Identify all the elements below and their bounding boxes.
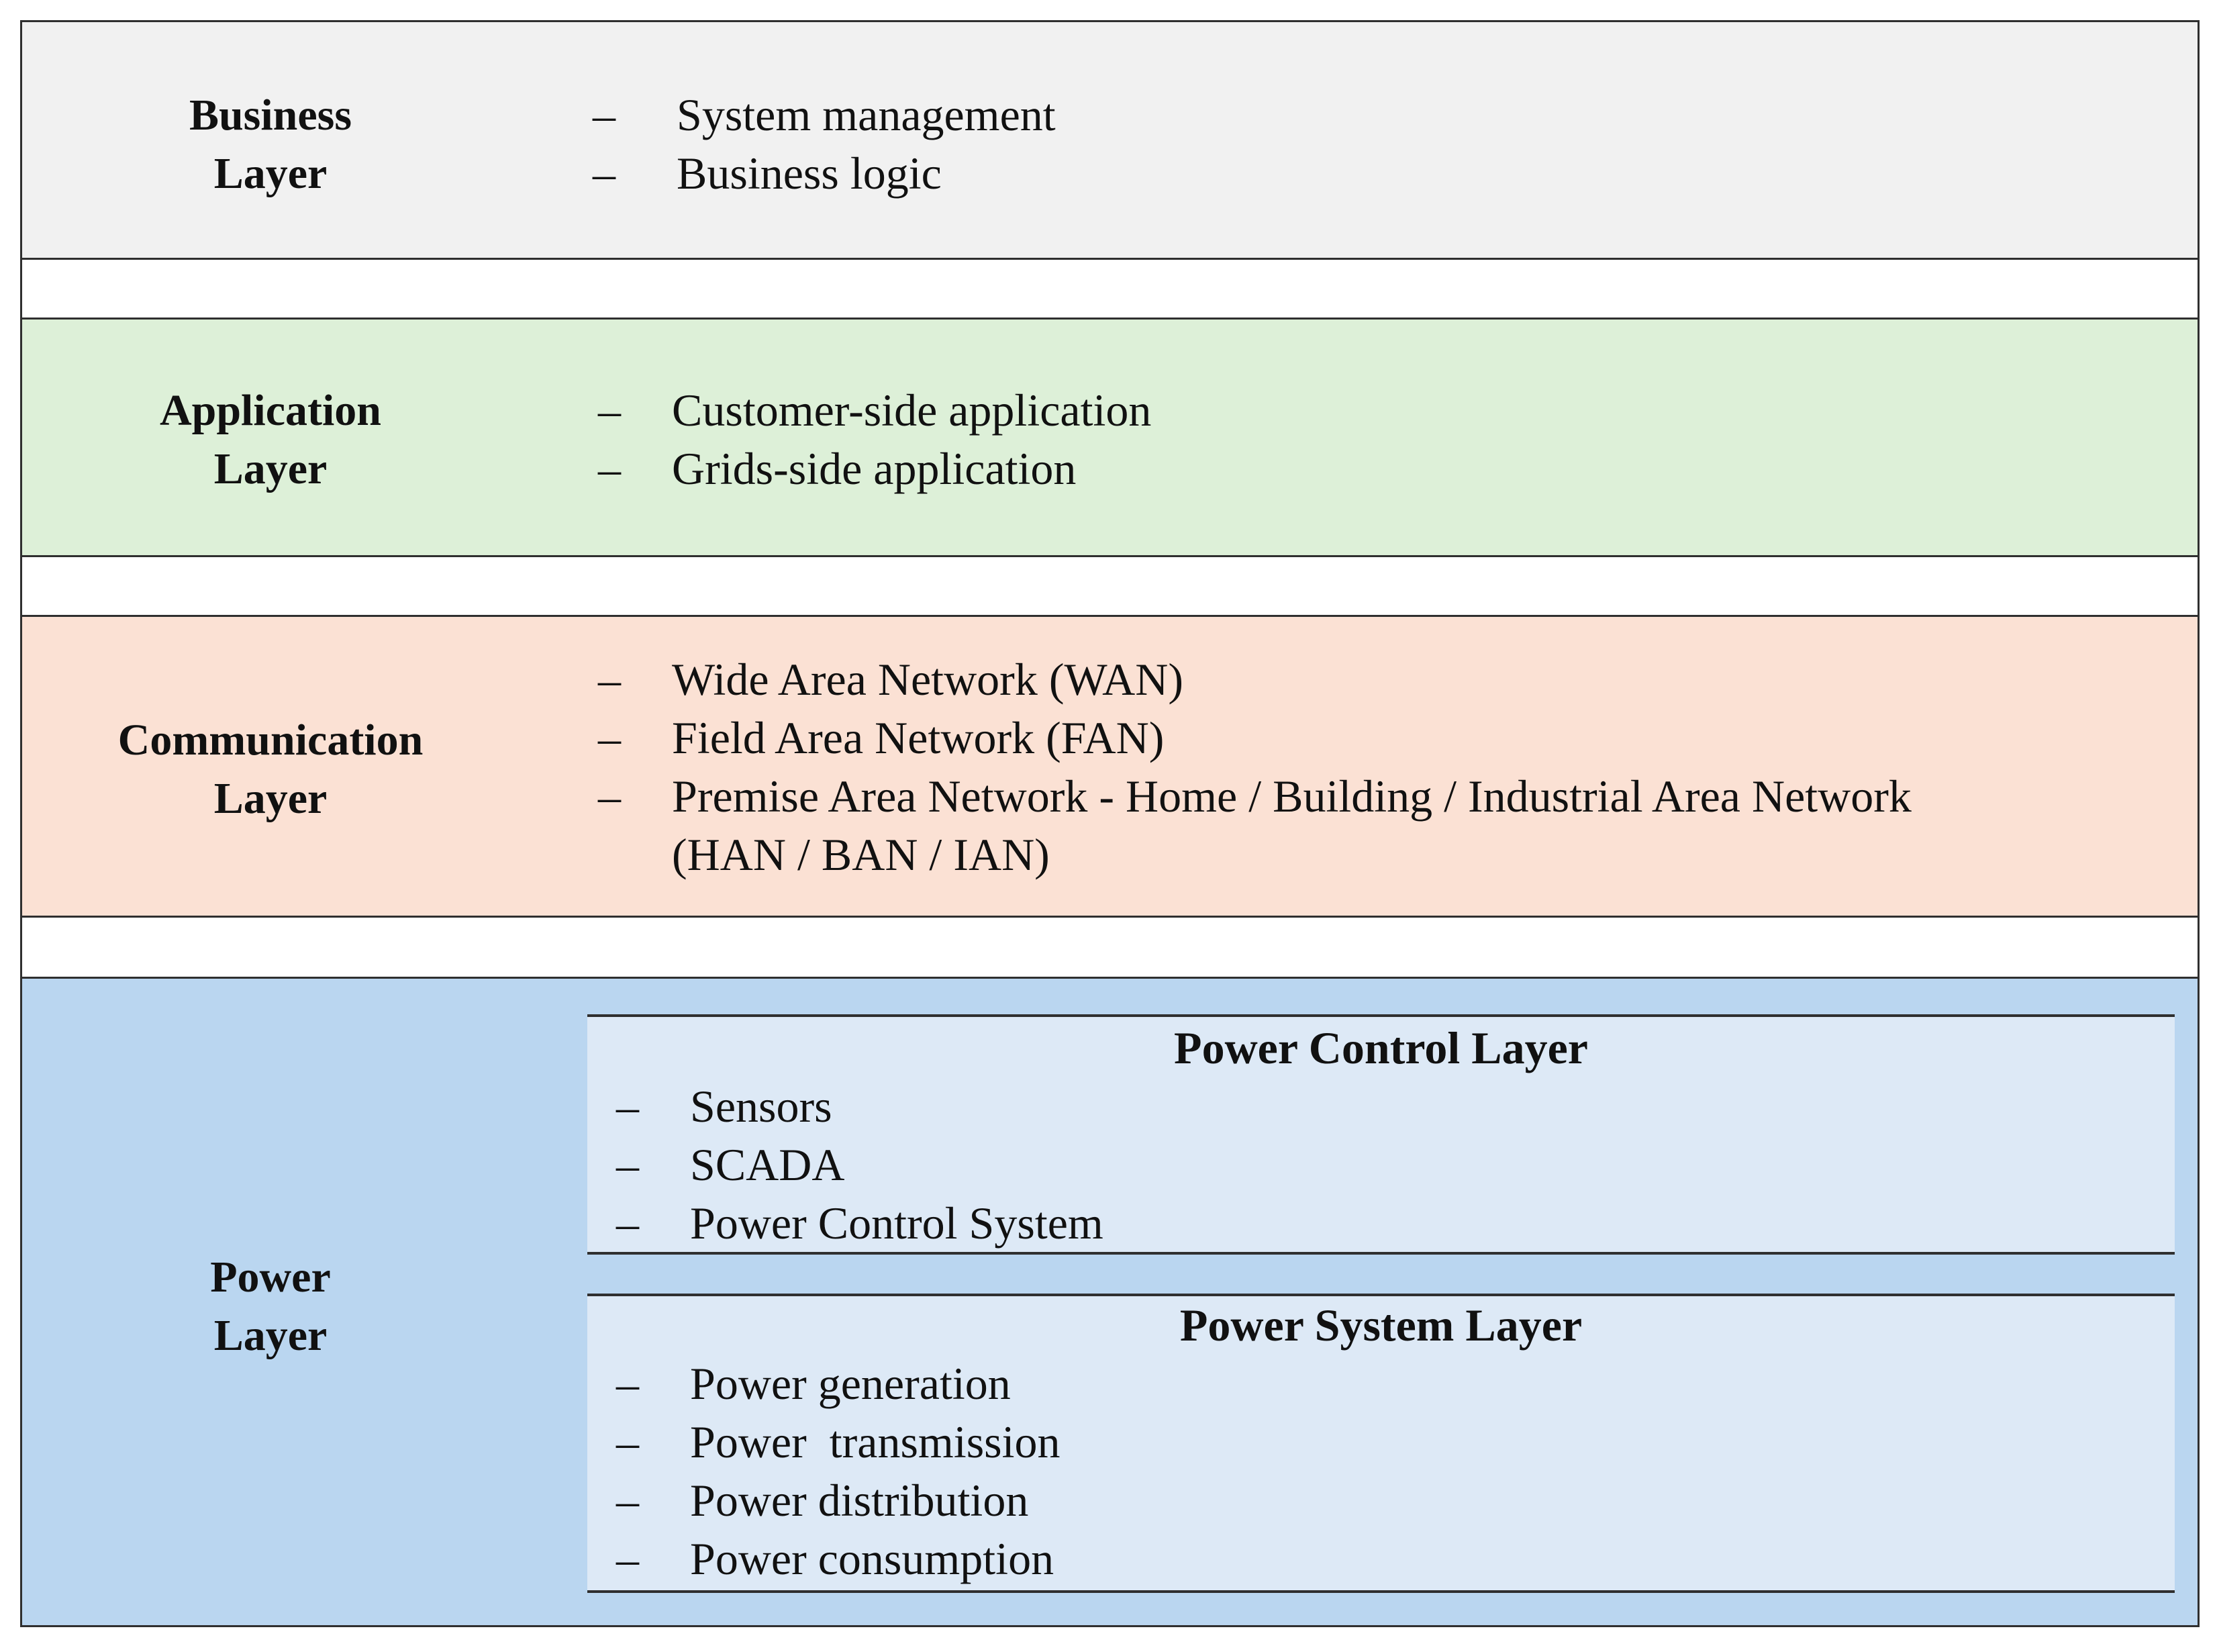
- application-layer-title: Application Layer: [22, 381, 519, 498]
- bullet-dash: –: [598, 654, 621, 705]
- power-layer-band: Power Layer Power Control Layer –Sensors…: [20, 977, 2200, 1627]
- list-item: –Customer-side application: [598, 381, 1151, 440]
- bullet-dash: –: [593, 89, 615, 140]
- list-item: –Grids-side application: [598, 440, 1151, 498]
- business-layer-title: Business Layer: [22, 86, 519, 203]
- power-control-layer-box: Power Control Layer –Sensors –SCADA –Pow…: [587, 1014, 2175, 1255]
- bullet-dash: –: [616, 1081, 639, 1132]
- list-item: –Power transmission: [616, 1413, 1061, 1471]
- list-item-continuation: (HAN / BAN / IAN): [672, 829, 1050, 880]
- bullet-dash: –: [616, 1139, 639, 1190]
- list-item: –SCADA: [616, 1136, 1103, 1194]
- bullet-dash: –: [598, 385, 621, 436]
- bullet-dash: –: [616, 1475, 639, 1526]
- list-item: –Power generation: [616, 1355, 1061, 1413]
- list-item: –Power distribution: [616, 1471, 1061, 1530]
- list-item: –Field Area Network (FAN): [598, 709, 1912, 767]
- bullet-dash: –: [616, 1416, 639, 1467]
- layer-title-line: Layer: [213, 444, 328, 493]
- bullet-dash: –: [616, 1198, 639, 1249]
- bullet-dash: –: [598, 712, 621, 763]
- power-control-layer-items: –Sensors –SCADA –Power Control System: [616, 1077, 1103, 1253]
- power-layer-title: Power Layer: [22, 1248, 519, 1365]
- layer-title-line: Layer: [213, 149, 328, 198]
- bullet-dash: –: [616, 1533, 639, 1584]
- communication-layer-band: Communication Layer –Wide Area Network (…: [20, 615, 2200, 918]
- layer-title-line: Communication: [117, 716, 424, 765]
- layer-title-line: Layer: [213, 774, 328, 823]
- bullet-dash: –: [593, 148, 615, 199]
- power-system-layer-title: Power System Layer: [1179, 1300, 1583, 1351]
- business-layer-items: –System management –Business logic: [593, 86, 1056, 203]
- business-layer-band: Business Layer –System management –Busin…: [20, 20, 2200, 260]
- communication-layer-title: Communication Layer: [22, 711, 519, 828]
- list-item: –Power consumption: [616, 1530, 1061, 1588]
- layer-title-line: Power: [210, 1253, 331, 1302]
- layer-gap: [20, 557, 2200, 615]
- power-control-layer-title: Power Control Layer: [1174, 1022, 1588, 1073]
- layer-gap: [20, 260, 2200, 318]
- list-item: –System management: [593, 86, 1056, 144]
- power-system-layer-items: –Power generation –Power transmission –P…: [616, 1355, 1061, 1588]
- communication-layer-items: –Wide Area Network (WAN) –Field Area Net…: [598, 650, 1912, 884]
- layer-title-line: Business: [189, 91, 352, 140]
- bullet-dash: –: [616, 1358, 639, 1409]
- list-item: –Premise Area Network - Home / Building …: [598, 767, 1912, 826]
- list-item: –Business logic: [593, 144, 1056, 203]
- layer-title-line: Layer: [213, 1311, 328, 1360]
- bullet-dash: –: [598, 443, 621, 494]
- layer-title-line: Application: [159, 386, 382, 435]
- bullet-dash: –: [598, 771, 621, 822]
- list-item: –Sensors: [616, 1077, 1103, 1136]
- application-layer-items: –Customer-side application –Grids-side a…: [598, 381, 1151, 498]
- layer-gap: [20, 918, 2200, 977]
- list-item: –Power Control System: [616, 1194, 1103, 1253]
- power-system-layer-box: Power System Layer –Power generation –Po…: [587, 1294, 2175, 1593]
- application-layer-band: Application Layer –Customer-side applica…: [20, 318, 2200, 557]
- list-item: –Wide Area Network (WAN): [598, 650, 1912, 709]
